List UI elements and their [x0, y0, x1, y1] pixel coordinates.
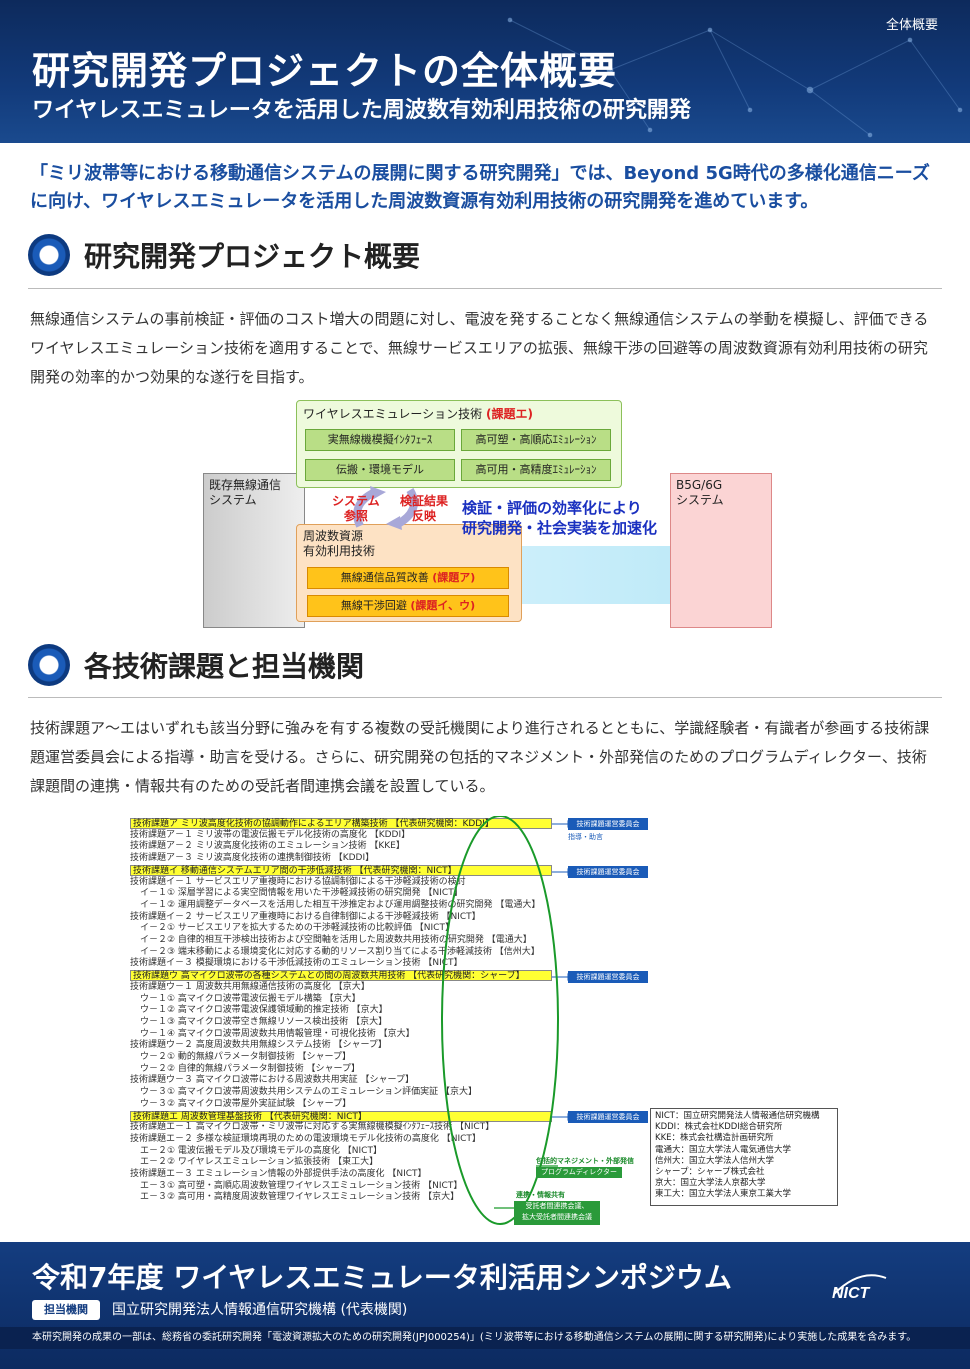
green-item: 高可用・高精度ｴﾐｭﾚｰｼｮﾝ	[461, 459, 611, 481]
green-item: 高可塑・高順応ｴﾐｭﾚｰｼｮﾝ	[461, 429, 611, 451]
task-row: 技術課題ウ－３ 高マイクロ波帯における周波数共用実証 【シャープ】	[130, 1075, 415, 1086]
committee-tag: 技術課題運営委員会	[568, 1111, 648, 1123]
committee-tag: 技術課題運営委員会	[568, 818, 648, 830]
org-name: 国立研究開発法人情報通信研究機構 (代表機関)	[112, 1302, 408, 1318]
verification-feedback-note: 検証結果 反映	[400, 494, 449, 523]
section-title: 研究開発プロジェクト概要	[84, 240, 421, 273]
orange-item: 無線干渉回避 (課題イ、ウ)	[307, 595, 509, 617]
emulation-tech-title: ワイヤレスエミュレーション技術 (課題エ)	[303, 407, 533, 421]
page-title: 研究開発プロジェクトの全体概要	[32, 49, 618, 93]
task-row: ウ－３① 高マイクロ波帯周波数共用システムのエミュレーション評価実証 【京大】	[140, 1087, 477, 1098]
task-row: 技術課題ア－２ ミリ波高度化技術のエミュレーション技術 【KKE】	[130, 841, 405, 852]
task-row: 技術課題イ－２ サービスエリア重複時における自律制御による干渉軽減技術 【NIC…	[130, 911, 481, 922]
symposium-title: 令和7年度 ワイヤレスエミュレータ利活用シンポジウム	[32, 1261, 732, 1294]
cycle-arrows-icon	[353, 486, 418, 530]
task-row: 技術課題ウ－２ 高度周波数共用無線システム技術 【シャープ】	[130, 1040, 387, 1051]
spectrum-tech-title: 周波数資源 有効利用技術	[303, 529, 376, 558]
collab-caption: 連携・情報共有	[516, 1191, 565, 1199]
task-row: エ－３① 高可塑・高順応周波数管理ワイヤレスエミュレーション技術 【NICT】	[140, 1180, 463, 1191]
system-reference-note: システム 参照	[332, 494, 380, 523]
task-row: イ－１② 運用調整データベースを活用した相互干渉推定および運用調整技術の研究開発…	[140, 899, 541, 910]
footnote: 本研究開発の成果の一部は、総務省の委託研究開発「電波資源拡大のための研究開発(J…	[32, 1332, 917, 1343]
section-body: 無線通信システムの事前検証・評価のコスト増大の問題に対し、電波を発することなく無…	[30, 310, 929, 386]
task-row: イ－２③ 端末移動による環境変化に対応する動的リソース割り当てによる干渉軽減技術…	[140, 946, 540, 957]
section-heading-tasks: 各技術課題と担当機関	[28, 644, 364, 686]
task-row: ウ－２① 動的無線パラメータ制御技術 【シャープ】	[140, 1052, 351, 1062]
green-item: 伝搬・環境モデル	[305, 459, 455, 481]
collab-meeting-tag: 受託者間連携会議、 拡大受託者間連携会議	[514, 1201, 600, 1225]
section-divider	[28, 697, 942, 698]
lead-text: 「ミリ波帯等における移動通信システムの展開に関する研究開発」では、Beyond …	[30, 163, 930, 212]
task-header-row: 技術課題イ 移動通信システムエリア間の干渉低減技術 【代表研究機関：NICT】	[130, 864, 552, 876]
task-structure-diagram: 技術課題ア ミリ波高度化技術の協調動作によるエリア構築技術 【代表研究機関：KD…	[128, 816, 840, 1230]
task-row: エ－２② ワイヤレスエミュレーション拡張技術 【東工大】	[140, 1157, 379, 1168]
committee-tag: 技術課題運営委員会	[568, 971, 648, 983]
task-row: ウ－２② 自律的無線パラメータ制御技術 【シャープ】	[140, 1063, 360, 1074]
task-row: 技術課題イ－３ 模擬環境における干渉低減技術のエミュレーション技術 【NICT】	[130, 958, 463, 969]
task-row: 技術課題ウ－１ 周波数共用無線通信技術の高度化 【京大】	[130, 981, 370, 992]
emulation-tech-box: ワイヤレスエミュレーション技術 (課題エ) 実無線機模擬ｲﾝﾀﾌｪｰｽ 高可塑・…	[296, 400, 622, 488]
task-row: ウ－１① 高マイクロ波帯電波伝搬モデル構築 【京大】	[140, 993, 361, 1004]
legend-item: KKE：株式会社構造計画研究所	[655, 1133, 774, 1144]
task-row: ウ－１④ 高マイクロ波帯周波数共用情報管理・可視化技術 【京大】	[140, 1028, 415, 1039]
task-row: ウ－３② 高マイクロ波帯屋外実証試験 【シャープ】	[140, 1098, 352, 1109]
section-title: 各技術課題と担当機関	[84, 650, 365, 683]
task-row: エ－２① 電波伝搬モデル及び環境モデルの高度化 【NICT】	[140, 1145, 382, 1156]
spectrum-tech-box: 周波数資源 有効利用技術 無線通信品質改善 (課題ア) 無線干渉回避 (課題イ、…	[296, 524, 522, 622]
task-row: 技術課題イ－１ サービスエリア重複時における協調制御による干渉軽減技術の検討	[130, 876, 466, 887]
footnote-bar: 本研究開発の成果の一部は、総務省の委託研究開発「電波資源拡大のための研究開発(J…	[0, 1327, 970, 1349]
acceleration-note: 検証・評価の効率化により 研究開発・社会実装を加速化	[462, 499, 658, 537]
b5g-system-box: B5G/6G システム	[670, 473, 772, 628]
network-decoration-icon	[507, 17, 963, 138]
task-row: ウ－１③ 高マイクロ波帯空き無線リソース検出技術 【京大】	[140, 1016, 388, 1027]
section-divider	[28, 288, 942, 289]
legend-item: シャープ：シャープ株式会社	[655, 1167, 765, 1178]
section-body: 技術課題ア〜エはいずれも該当分野に強みを有する複数の受託機関により進行されるとと…	[30, 719, 930, 795]
existing-system-label: 既存無線通信 システム	[209, 478, 282, 507]
legend-item: 電通大：国立大学法人電気通信大学	[655, 1144, 792, 1155]
nict-logo: NICT	[832, 1274, 887, 1302]
pd-caption: 包括的マネジメント・外部発信	[536, 1157, 634, 1165]
task-row: イ－２② 自律的相互干渉検出技術および空間軸を活用した周波数共用技術の研究開発 …	[140, 935, 532, 945]
task-row: エ－３② 高可用・高精度周波数管理ワイヤレスエミュレーション技術 【京大】	[140, 1192, 460, 1203]
corner-tag: 全体概要	[885, 18, 938, 33]
task-row: ウ－１② 高マイクロ波帯電波保護領域動的推定技術 【京大】	[140, 1005, 388, 1016]
task-row: 技術課題エ－２ 多様な検証環境再現のための電波環境モデル化技術の高度化 【NIC…	[130, 1133, 481, 1144]
page-subtitle: ワイヤレスエミュレータを活用した周波数有効利用技術の研究開発	[32, 98, 691, 123]
page-footer: 令和7年度 ワイヤレスエミュレータ利活用シンポジウム NICT 担当機関 国立研…	[0, 1242, 970, 1369]
task-row: 技術課題ア－１ ミリ波帯の電波伝搬モデル化技術の高度化 【KDDI】	[130, 829, 411, 840]
org-badge: 担当機関	[32, 1300, 100, 1320]
svg-text:NICT: NICT	[832, 1285, 871, 1302]
advice-label: 指導・助言	[568, 833, 603, 841]
program-director-tag: プログラムディレクター	[536, 1167, 622, 1178]
task-row: 技術課題エ－３ エミュレーション情報の外部提供手法の高度化 【NICT】	[130, 1169, 427, 1179]
legend-item: 信州大：国立大学法人信州大学	[655, 1155, 775, 1166]
section-bullet-icon	[28, 644, 70, 686]
b5g-system-label: B5G/6G システム	[676, 478, 724, 507]
legend-box: NICT：国立研究開発法人情報通信研究機構 KDDI：株式会社KDDI総合研究所…	[650, 1108, 838, 1206]
page-header: 全体概要 研究開発プロジェクトの全体概要 ワイヤレスエミュレータを活用した周波数…	[0, 0, 970, 143]
legend-item: 京大：国立大学法人京都大学	[655, 1178, 766, 1189]
legend-item: NICT：国立研究開発法人情報通信研究機構	[655, 1111, 820, 1121]
section-heading-overview: 研究開発プロジェクト概要	[28, 234, 420, 276]
overview-diagram: 既存無線通信 システム B5G/6G システム ワイヤレスエミュレーション技術 …	[200, 398, 780, 633]
green-item: 実無線機模擬ｲﾝﾀﾌｪｰｽ	[305, 429, 455, 451]
section-bullet-icon	[28, 234, 70, 276]
orange-item: 無線通信品質改善 (課題ア)	[307, 567, 509, 589]
task-header-row: 技術課題ア ミリ波高度化技術の協調動作によるエリア構築技術 【代表研究機関：KD…	[130, 818, 552, 829]
task-row: 技術課題エ－１ 高マイクロ波帯・ミリ波帯に対応する実無線機模擬ｲﾝﾀﾌｪｰｽ技術…	[130, 1122, 495, 1133]
committee-tag: 技術課題運営委員会	[568, 866, 648, 878]
legend-item: 東工大：国立大学法人東京工業大学	[655, 1189, 792, 1200]
task-header-row: 技術課題ウ 高マイクロ波帯の各種システムとの間の周波数共用技術 【代表研究機関：…	[130, 970, 552, 982]
legend-item: KDDI：株式会社KDDI総合研究所	[655, 1122, 783, 1133]
task-row: 技術課題ア－３ ミリ波高度化技術の連携制御技術 【KDDI】	[130, 853, 375, 864]
existing-system-box: 既存無線通信 システム	[203, 473, 305, 628]
task-row: イ－２① サービスエリアを拡大するための干渉軽減技術の比較評価 【NICT】	[140, 923, 454, 934]
task-row: イ－１① 深層学習による実空間情報を用いた干渉軽減技術の研究開発 【NICT】	[140, 888, 463, 899]
